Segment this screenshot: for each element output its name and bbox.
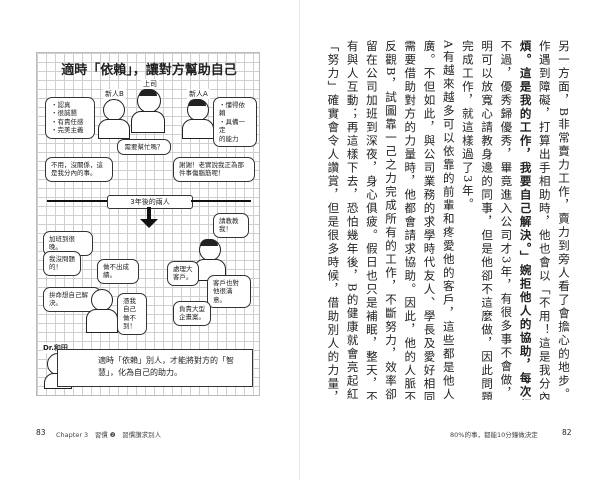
text-column: 作遇到障礙，打算出手相助時，他也會以「不用！這是我分內的事，不能給您添麻: [537, 40, 551, 400]
left-running-footer: Chapter 3 習慣 ❷ 習慣讚求別人: [56, 431, 162, 439]
no-problem-bubble: 我沒問題的！: [43, 251, 81, 276]
newbie-a-reply-bubble: 謝謝！老實說我正為那件事傷腦筋呢！: [173, 157, 255, 182]
boss-speech-bubble: 需要幫忙嗎？: [117, 139, 171, 156]
summary-box: 適時「依賴」別人，才能將對方的「智慧」，化為自己的助力。: [57, 349, 253, 387]
newbie-a-label: 新人A: [187, 89, 210, 99]
boss-hair: [139, 89, 157, 96]
no-results-bubble: 做不出成績。: [97, 259, 139, 284]
doctor-label: Dr.和田: [43, 343, 68, 353]
newbie-b-reply-bubble: 不用，沒關係，這是我分內的事。: [45, 157, 113, 182]
newbie-a-traits-bubble: ・懂得依賴 ・具備一定 的能力: [213, 97, 257, 148]
client-satisfied-bubble: 客戶也對他很滿意。: [207, 275, 251, 309]
text-column: 需要借助對方的力量時，他都會請求協助。因此，他的人脈不斷往外延伸。: [403, 40, 417, 400]
big-project-bubble: 負責大型企畫案。: [173, 301, 211, 326]
right-running-footer: 80%的事，都能10分鐘做決定: [450, 431, 538, 439]
down-arrow-shaft: [147, 207, 151, 221]
timeline-line-right: [191, 200, 251, 202]
text-column: 煩。這是我的工作，我要自己解決。」婉拒他人的協助，每次都很客氣地婉拒。: [518, 40, 532, 400]
text-column: A有越來越多可以依靠的前輩和疼愛他的客戶，這些都是他人脈，並且越拓越: [441, 40, 455, 400]
newbie-a-hair: [188, 99, 206, 106]
newbie-b-label: 新人B: [103, 89, 126, 99]
body-text: 另一方面，B非常賣力工作，賣力到旁人看了會擔心的地步。就算看到他工作遇到障礙，打…: [326, 40, 570, 400]
text-column: 另一方面，B非常賣力工作，賣力到旁人看了會擔心的地步。就算看到他工: [557, 40, 570, 400]
down-arrow-icon: [140, 219, 158, 228]
left-page: 適時「依賴」，讓對方幫助自己 上司 新人B 新人A ・認真: [36, 52, 260, 439]
left-page-number: 83: [36, 428, 46, 437]
text-column: 完成工作，就這樣過了3年。: [460, 40, 474, 212]
text-column: 有與人互動；再這樣下去，恐怕幾年後，B的健康就會亮起紅燈。: [345, 40, 359, 400]
cant-alone-bubble: 憑我自己做不到！: [117, 293, 147, 335]
successful-a-hair: [200, 239, 218, 246]
newbie-a-body: [182, 119, 214, 139]
text-column: 不過，優秀歸優秀，畢竟進入公司才3年，有很多事不會做，又缺乏人脈；明: [499, 40, 513, 400]
newbie-b-head: [103, 99, 125, 121]
newbie-b-traits-bubble: ・認真 ・很誠懇 ・有責任感 ・完美主義: [45, 97, 95, 139]
text-column: 留在公司加班到深夜，身心俱疲。假日也只是補眠，整天，不僅工作不如意，也沒: [364, 40, 378, 400]
right-page: 另一方面，B非常賣力工作，賣力到旁人看了會擔心的地步。就算看到他工作遇到障礙，打…: [300, 0, 600, 480]
big-client-bubble: 處理大客戶。: [167, 261, 199, 286]
ask-me-bubble: 請教教我！: [213, 213, 249, 238]
tired-b-head: [91, 289, 113, 311]
tired-b-body: [86, 309, 118, 333]
timeline-line-left: [47, 200, 107, 202]
text-column: 明可以放寬心請教身邊的同事，但是他卻不這麼做，因此問題完全沒有解決，無法: [480, 40, 494, 400]
page-gutter: [299, 0, 300, 480]
right-page-number: 82: [562, 428, 572, 437]
text-column: 「努力」確實會令人讚賞，但是很多時候，借助別人的力量，就能獲得數倍的: [326, 40, 340, 400]
boss-body: [131, 111, 165, 133]
newbie-b-body: [98, 119, 130, 139]
text-column: 反觀B，試圖靠一己之力完成所有的工作，不斷努力，效率卻沒有提升。每晚: [384, 40, 398, 400]
illustration-panel: 適時「依賴」，讓對方幫助自己 上司 新人B 新人A ・認真: [36, 52, 260, 396]
text-column: 廣。不但如此，與公司業務的求學時代友人、學長及愛好相同的朋友等，工作上有: [422, 40, 436, 400]
boss-label: 上司: [141, 79, 159, 89]
illustration-title: 適時「依賴」，讓對方幫助自己: [61, 63, 237, 78]
